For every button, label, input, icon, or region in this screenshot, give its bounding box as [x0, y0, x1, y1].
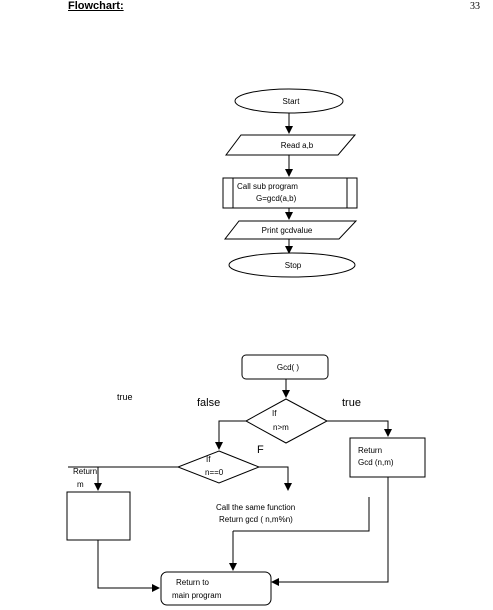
return-gcd-line1: Return [358, 446, 382, 455]
true-branch-label: true [342, 397, 361, 409]
edge-decision2-f [259, 466, 292, 491]
call-same-line2: Return gcd ( n,m%n) [219, 515, 293, 524]
stop-label: Stop [285, 261, 302, 270]
return-m-line1: Return [73, 467, 97, 476]
edge-return-m-main [97, 540, 160, 592]
decision-n-greater-m [244, 398, 329, 444]
call-same-line1: Call the same function [216, 503, 295, 512]
edge-decision1-false [215, 420, 246, 450]
call-label-line1: Call sub program [237, 182, 298, 191]
read-input-parallelogram [225, 134, 357, 156]
edge-return-gcd-main [271, 477, 389, 586]
page-heading: Flowchart: [68, 0, 124, 12]
edge-right-column-join [233, 497, 370, 532]
return-gcd-line2: Gcd (n,m) [358, 458, 394, 467]
gcd-function-label: Gcd( ) [277, 363, 300, 372]
page-number: 33 [470, 1, 480, 12]
stray-true-label: true [117, 392, 133, 402]
return-m-box [66, 491, 131, 541]
return-m-line2: m [77, 480, 84, 489]
gcd-function-box [241, 354, 329, 380]
return-main-line2: main program [172, 591, 222, 600]
return-main-line1: Return to [176, 578, 209, 587]
decision1-line2: n>m [273, 423, 289, 432]
return-main-box [160, 571, 272, 606]
decision2-line2: n==0 [205, 468, 224, 477]
decision2-line1: If [206, 455, 211, 464]
start-label: Start [283, 97, 301, 106]
edge-decision2-left [94, 466, 178, 491]
print-label: Print gcdvalue [262, 226, 313, 235]
false-branch-label: false [197, 397, 220, 409]
decision1-line1: If [272, 409, 277, 418]
print-output-parallelogram [223, 220, 358, 240]
read-label: Read a,b [281, 141, 314, 150]
f-branch-label: F [257, 444, 264, 456]
decision-n-equals-zero [176, 450, 261, 484]
stop-terminal [228, 252, 356, 278]
call-label-line2: G=gcd(a,b) [256, 194, 297, 203]
return-gcd-box [349, 437, 426, 478]
call-subprogram-box [222, 177, 358, 209]
edge-decision1-true [327, 420, 392, 437]
